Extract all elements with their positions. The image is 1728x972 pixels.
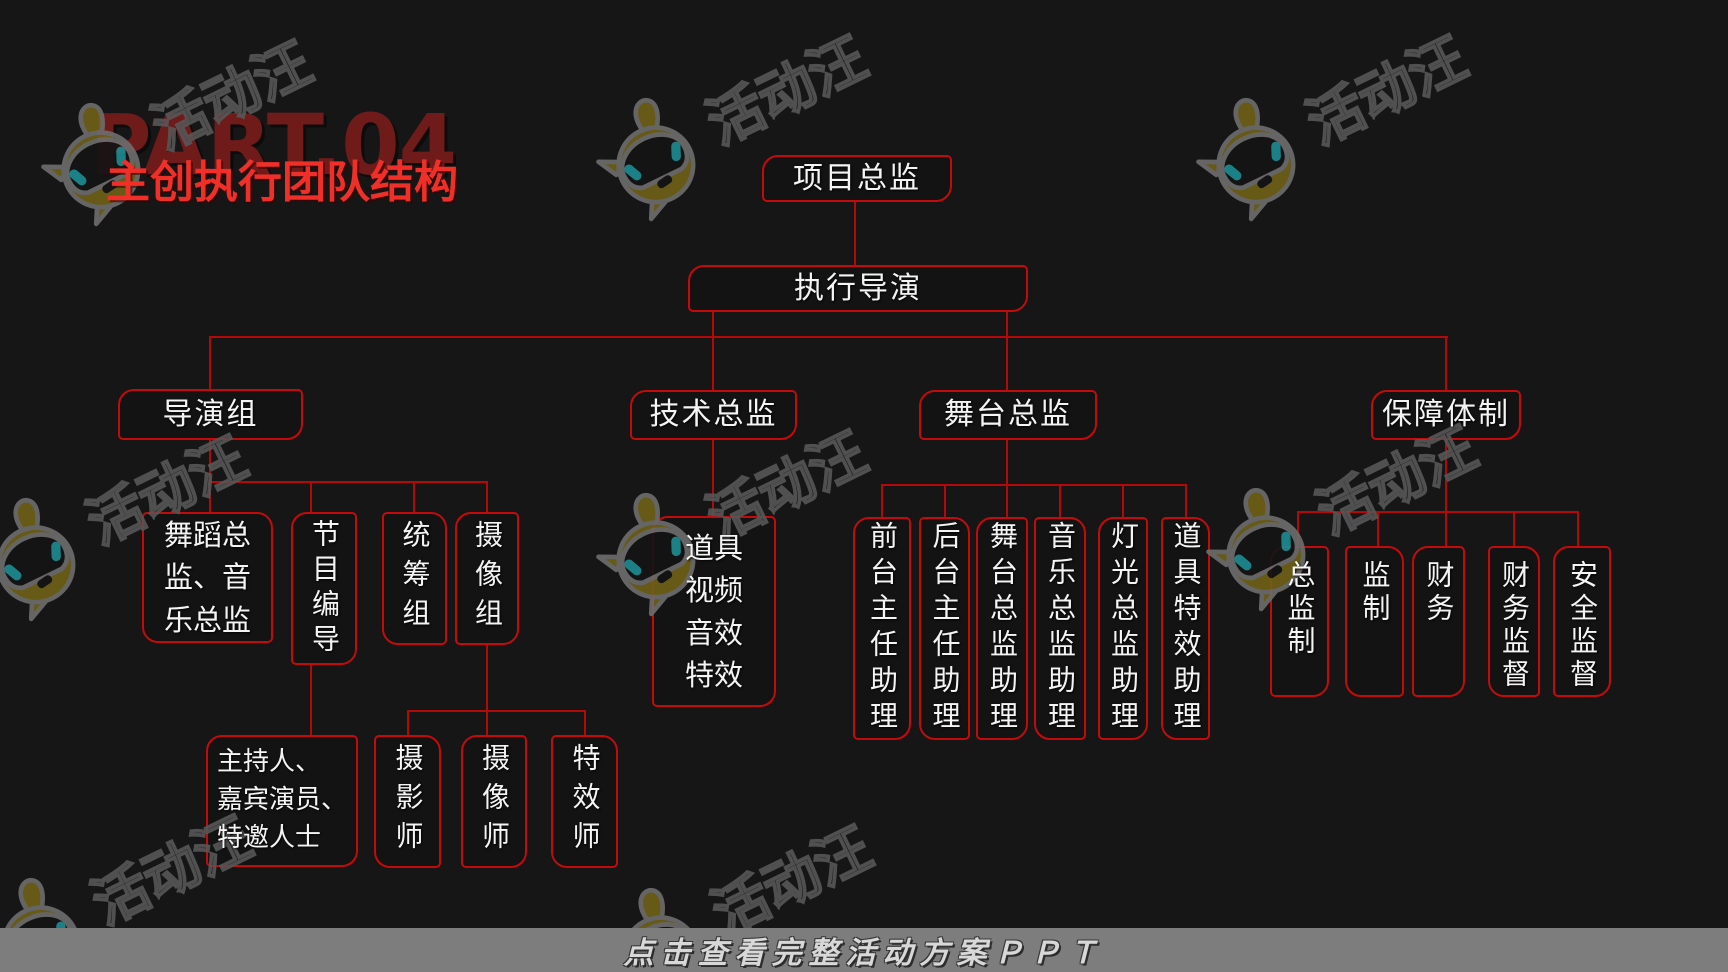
node-front-stage-assistant: 前台主任助理 xyxy=(853,517,911,740)
node-project-director: 项目总监 xyxy=(762,155,952,202)
node-back-stage-assistant: 后台主任助理 xyxy=(919,517,970,740)
connector-line xyxy=(209,481,488,483)
node-director-group: 导演组 xyxy=(118,389,303,440)
watermark-text: 活动汪 xyxy=(1296,24,1477,158)
node-executive-director: 执行导演 xyxy=(688,265,1028,312)
connector-line xyxy=(1006,440,1008,517)
connector-line xyxy=(1297,512,1299,546)
node-finance: 财务 xyxy=(1412,546,1465,697)
connector-line xyxy=(1006,312,1008,390)
node-camera-group: 摄像组 xyxy=(455,512,519,645)
connector-line xyxy=(1122,485,1124,517)
connector-line xyxy=(209,337,211,389)
connector-line xyxy=(881,484,1187,486)
node-vfx-artist: 特效师 xyxy=(551,735,618,868)
node-coordination-group: 统筹组 xyxy=(382,512,447,645)
connector-line xyxy=(1577,512,1579,546)
connector-line xyxy=(310,665,312,735)
page-title: 主创执行团队结构 xyxy=(106,157,458,208)
connector-line xyxy=(413,482,415,512)
node-program-director: 节目编导 xyxy=(291,512,357,665)
node-support-system: 保障体制 xyxy=(1371,390,1521,440)
connector-line xyxy=(854,201,856,266)
node-tech-director: 技术总监 xyxy=(630,390,797,440)
svg-text:活动汪: 活动汪 xyxy=(1297,25,1476,157)
connector-line xyxy=(1445,512,1447,546)
connector-line xyxy=(944,485,946,517)
node-props-vfx-assistant: 道具特效助理 xyxy=(1161,517,1210,740)
connector-line xyxy=(712,312,714,390)
connector-line xyxy=(486,482,488,512)
connector-line xyxy=(407,710,586,712)
node-hosts-guests: 主持人、 嘉宾演员、 特邀人士 xyxy=(206,735,358,867)
section-number: PART.04 xyxy=(90,96,457,194)
node-dance-music-director: 舞蹈总 监、音 乐总监 xyxy=(142,512,273,643)
watermark: 活动汪 xyxy=(1175,0,1514,235)
footer-banner[interactable]: 点击查看完整活动方案ＰＰＴ xyxy=(0,928,1728,972)
connector-line xyxy=(407,711,409,735)
connector-line xyxy=(486,645,488,711)
node-cameraman: 摄像师 xyxy=(461,735,527,868)
connector-line xyxy=(881,485,883,517)
svg-text:活动汪: 活动汪 xyxy=(697,25,876,157)
node-safety-supervisor: 安全监督 xyxy=(1553,546,1611,697)
node-stage-director-assistant: 舞台总监助理 xyxy=(976,517,1028,740)
node-lighting-director-assistant: 灯光总监助理 xyxy=(1098,517,1148,740)
connector-line xyxy=(712,440,714,516)
node-finance-supervisor: 财务监督 xyxy=(1488,546,1540,697)
connector-line xyxy=(1445,440,1447,513)
watermark-text: 活动汪 xyxy=(696,24,877,158)
connector-line xyxy=(310,482,312,512)
node-music-director-assistant: 音乐总监助理 xyxy=(1034,517,1086,740)
connector-line xyxy=(1297,511,1579,513)
connector-line xyxy=(584,711,586,735)
connector-line xyxy=(209,440,211,512)
connector-line xyxy=(1185,485,1187,517)
connector-line xyxy=(209,336,1448,338)
node-stage-director: 舞台总监 xyxy=(919,390,1097,440)
connector-line xyxy=(1377,512,1379,546)
connector-line xyxy=(1445,337,1447,390)
connector-line xyxy=(1513,512,1515,546)
node-photographer: 摄影师 xyxy=(374,735,441,868)
node-props-video-audio-vfx: 道具 视频 音效 特效 xyxy=(652,516,776,707)
connector-line xyxy=(1059,485,1061,517)
footer-label: 点击查看完整活动方案ＰＰＴ xyxy=(623,936,1105,971)
node-producer: 监制 xyxy=(1345,546,1404,697)
connector-line xyxy=(486,711,488,735)
